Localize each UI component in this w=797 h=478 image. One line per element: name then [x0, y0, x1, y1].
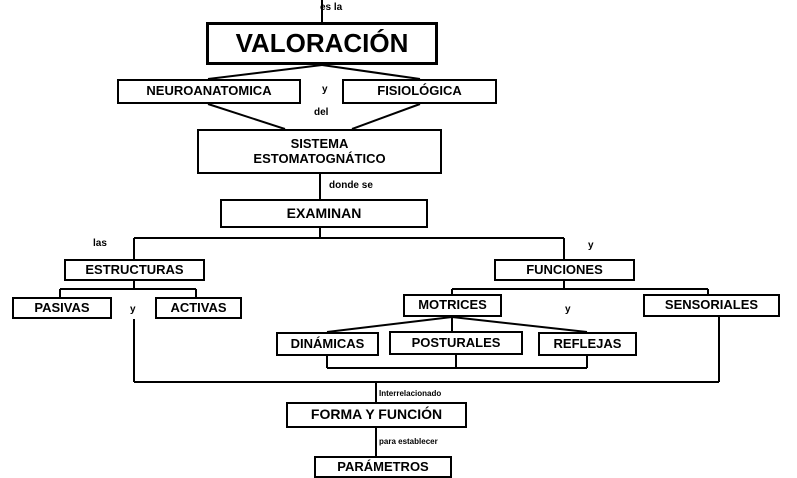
node-parametros: PARÁMETROS — [314, 456, 452, 478]
node-motrices: MOTRICES — [403, 294, 502, 317]
connector-del: del — [314, 107, 329, 118]
connector-y: y — [322, 84, 328, 95]
connector-donde-se: donde se — [329, 180, 373, 191]
node-dinamicas: DINÁMICAS — [276, 332, 379, 356]
node-funciones: FUNCIONES — [494, 259, 635, 281]
connector-para-establecer: para establecer — [379, 437, 438, 446]
connector-y: y — [130, 304, 136, 315]
node-posturales: POSTURALES — [389, 331, 523, 355]
connector-y: y — [588, 240, 594, 251]
node-reflejas: REFLEJAS — [538, 332, 637, 356]
node-pasivas: PASIVAS — [12, 297, 112, 319]
node-examinan: EXAMINAN — [220, 199, 428, 228]
node-neuroanatomica: NEUROANATOMICA — [117, 79, 301, 104]
node-sistema-estomatognatico: SISTEMA ESTOMATOGNÁTICO — [197, 129, 442, 174]
node-activas: ACTIVAS — [155, 297, 242, 319]
connector-las: las — [93, 238, 107, 249]
node-sistema-line1: SISTEMA — [290, 136, 349, 152]
connector-es-la: es la — [320, 2, 343, 13]
connector-interrelacionado: Interrelacionado — [379, 389, 442, 398]
connector-y: y — [565, 304, 571, 315]
node-sensoriales: SENSORIALES — [643, 294, 780, 317]
node-forma-y-funcion: FORMA Y FUNCIÓN — [286, 402, 467, 428]
node-valoracion: VALORACIÓN — [206, 22, 438, 65]
node-estructuras: ESTRUCTURAS — [64, 259, 205, 281]
node-sistema-line2: ESTOMATOGNÁTICO — [253, 150, 386, 166]
node-fisiologica: FISIOLÓGICA — [342, 79, 497, 104]
